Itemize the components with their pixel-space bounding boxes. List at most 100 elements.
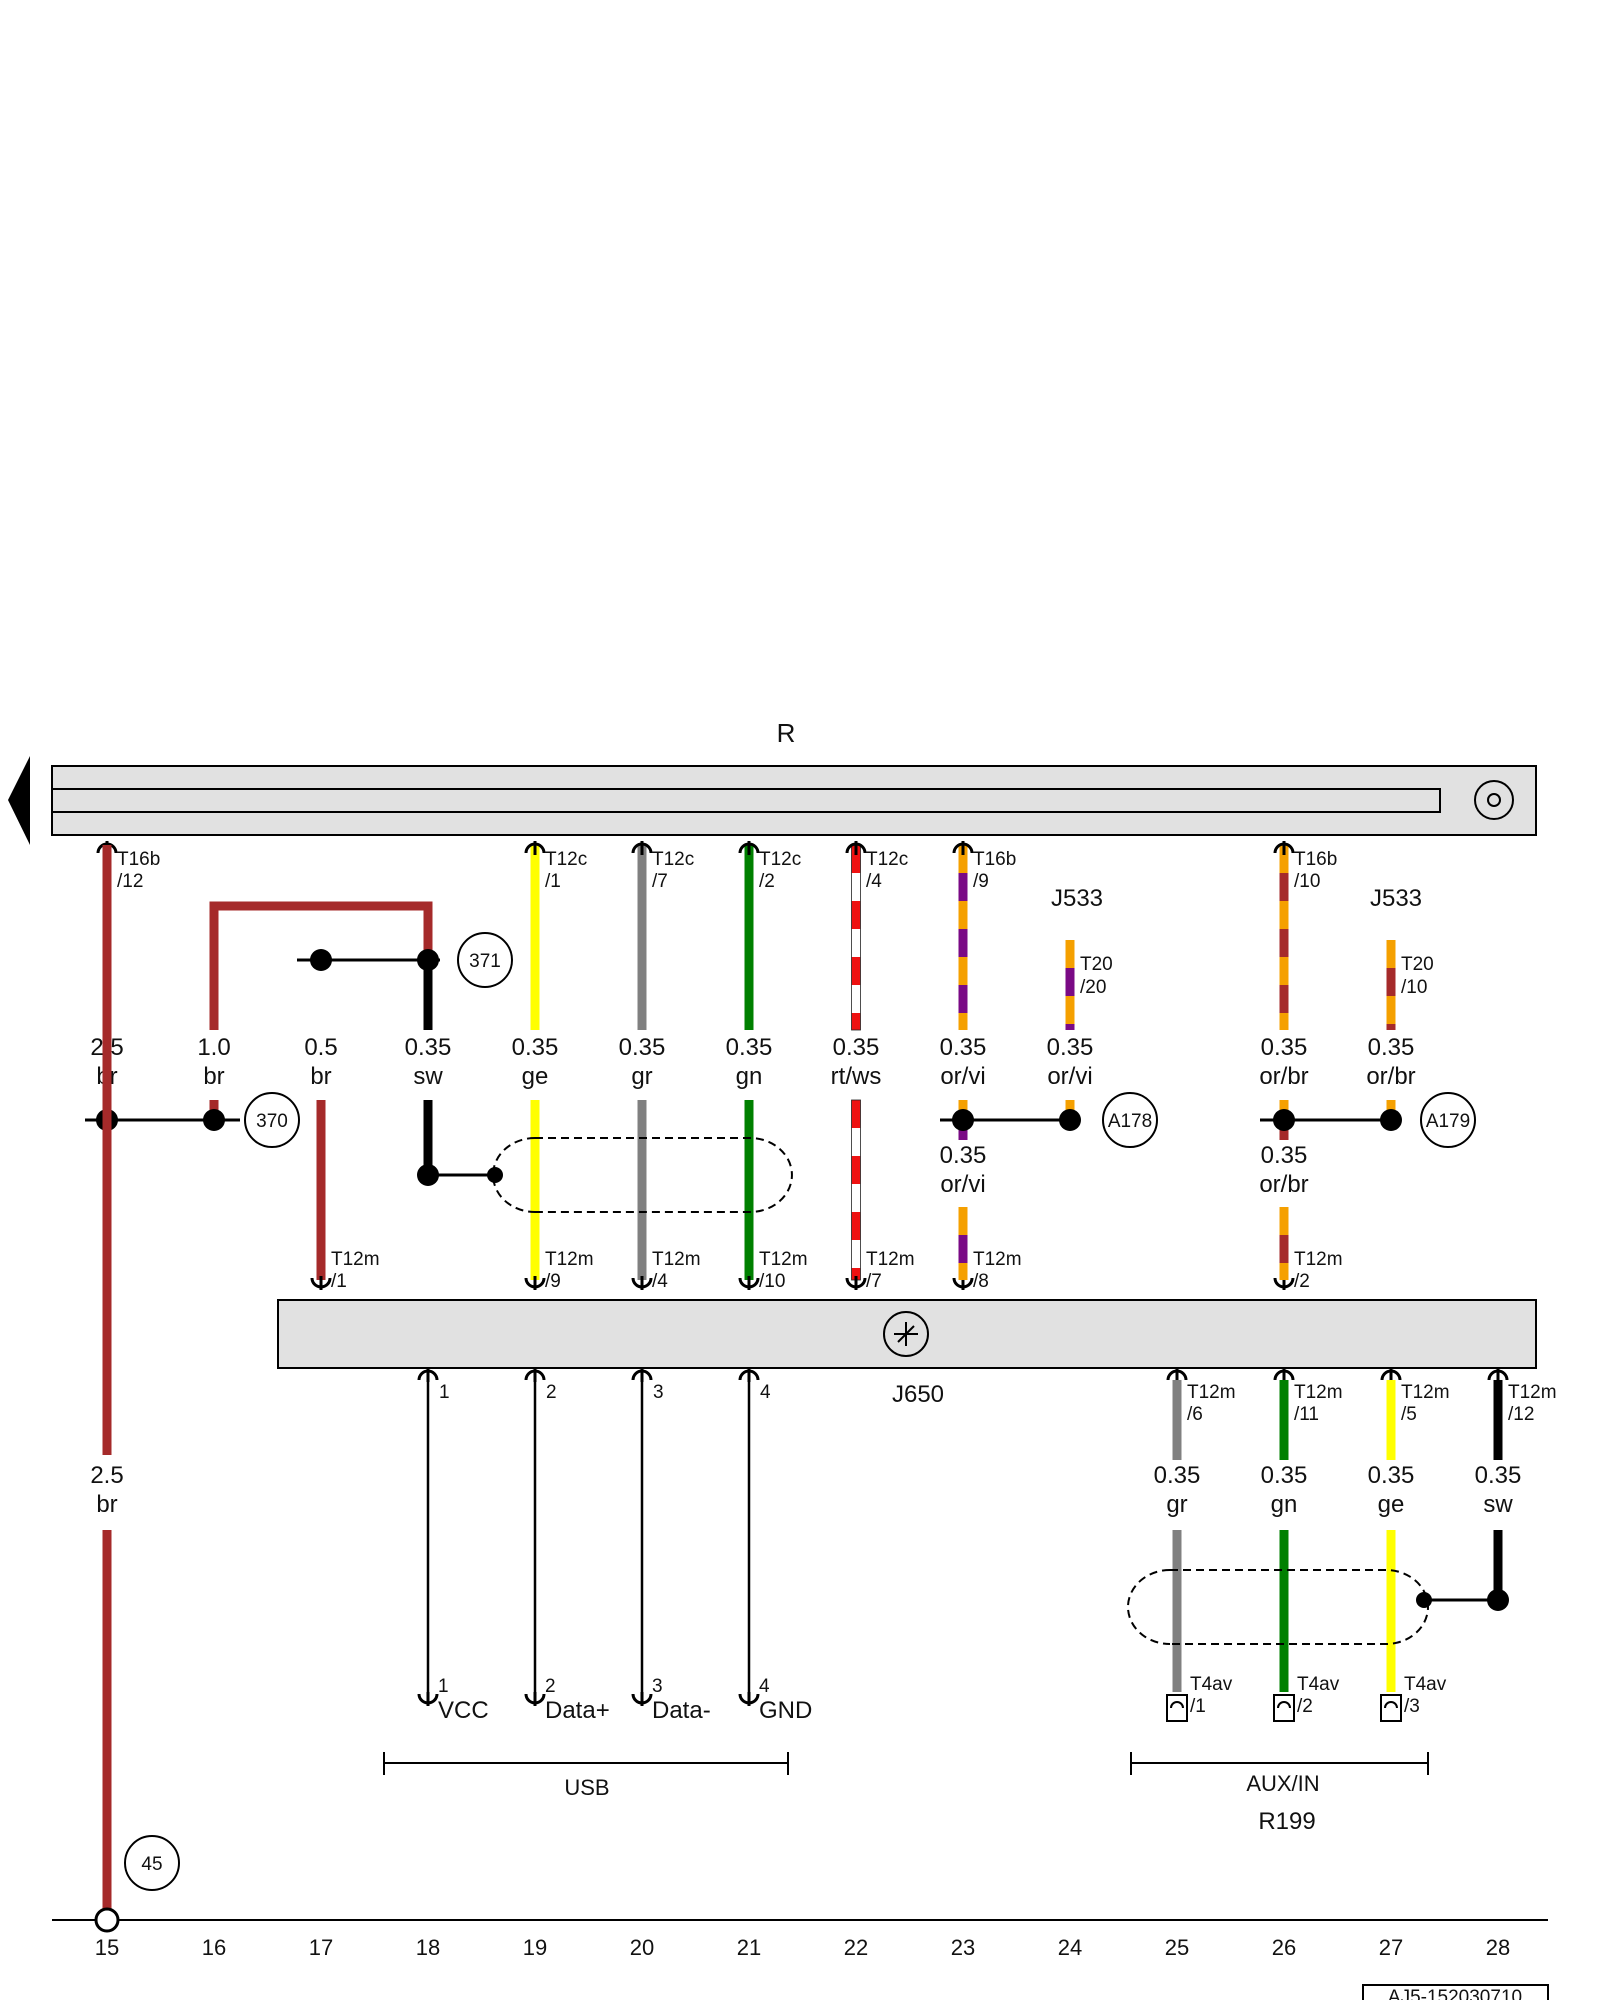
wire-23-bottom-pin: T12m	[973, 1249, 1022, 1270]
wire-26-bottom-pin: T12m	[1294, 1249, 1343, 1270]
wire-19-bottom-pin-num: /9	[545, 1271, 561, 1292]
wire-22-color: rt/ws	[831, 1063, 882, 1090]
aux-wire-27-top-pin: T12m	[1401, 1382, 1450, 1403]
column-number-18: 18	[416, 1935, 440, 1960]
aux-wire-25-socket-icon	[1166, 1694, 1188, 1722]
wire-20-upper	[637, 845, 647, 1030]
wire-17-lower	[316, 1100, 326, 1280]
wire-19-upper	[530, 845, 540, 1030]
footer-code-box	[1362, 1984, 1549, 2000]
aux-wire-28-lower	[1493, 1530, 1503, 1600]
lower-wire-15-upper	[102, 845, 112, 1455]
aux-wire-26-lower	[1279, 1530, 1289, 1692]
wire-21-bottom-pin: T12m	[759, 1249, 808, 1270]
usb-bracket	[383, 1752, 789, 1775]
wire-21-lower	[744, 1100, 754, 1280]
column-number-16: 16	[202, 1935, 226, 1960]
wire-15-top-pin: T16b	[117, 849, 160, 870]
ref-a178-label: A178	[1108, 1111, 1152, 1132]
aux-wire-28-color: sw	[1483, 1491, 1513, 1518]
ground-symbol-mark	[894, 1322, 918, 1346]
wire-24-upper-segment	[1065, 1024, 1075, 1030]
radio-title: R	[777, 718, 796, 748]
wire-22-upper-segment	[851, 929, 861, 957]
wire-20-size: 0.35	[619, 1034, 666, 1061]
shield-aux-node	[1416, 1592, 1432, 1608]
wire-23-upper-segment	[958, 901, 968, 929]
lower-wire-26-to-j650-segment	[1279, 1263, 1289, 1280]
column-number-20: 20	[630, 1935, 654, 1960]
aux-wire-26-bottom-pin: T4av	[1297, 1674, 1340, 1695]
wire-27-upper-segment	[1386, 940, 1396, 968]
wire-26-bottom-pin-num: /2	[1294, 1271, 1310, 1292]
splice-a179-a	[1273, 1109, 1295, 1131]
aux-wire-25-color: gr	[1166, 1491, 1187, 1518]
arrow-left-icon	[8, 756, 30, 845]
aux-wire-27-top-pin-num: /5	[1401, 1404, 1417, 1425]
wire-22-lower-segment	[851, 1100, 861, 1128]
wire-19-lower	[530, 1100, 540, 1280]
splice-a178-a	[952, 1109, 974, 1131]
ref-45-label: 45	[141, 1854, 162, 1875]
wire-19-size: 0.35	[512, 1034, 559, 1061]
aux-wire-28-upper	[1493, 1380, 1503, 1460]
wire-27-pin-num: /10	[1401, 977, 1427, 998]
aux-wire-25-socket-arc	[1170, 1701, 1184, 1709]
wire-24-upper-segment	[1065, 940, 1075, 968]
lower-wire-26-size: 0.35	[1261, 1142, 1308, 1169]
aux-wire-26-color: gn	[1271, 1491, 1298, 1518]
wire-22-lower-segment	[851, 1128, 861, 1156]
wire-15-top-pin-num: /12	[117, 871, 143, 892]
wire-26-mid-segment	[1279, 1128, 1289, 1140]
aux-wire-26-socket-arc	[1277, 1701, 1291, 1709]
wire-23-bottom-pin-num: /8	[973, 1271, 989, 1292]
splice-371-a	[310, 949, 332, 971]
ref-370-circle	[244, 1092, 300, 1148]
wire-22-upper-segment	[851, 873, 861, 901]
wire-23-size: 0.35	[940, 1034, 987, 1061]
wire-23-top-pin-num: /9	[973, 871, 989, 892]
wire-24-upper-segment	[1065, 996, 1075, 1024]
aux-wire-28-top-pin: T12m	[1508, 1382, 1557, 1403]
ref-371-label: 371	[469, 951, 501, 972]
wire-20-color: gr	[631, 1063, 652, 1090]
wire-24-pin: T20	[1080, 954, 1113, 975]
wire-22-upper-segment	[851, 845, 861, 873]
wire-19-top-pin: T12c	[545, 849, 587, 870]
usb-group-label: USB	[564, 1775, 609, 1800]
lower-wire-23-color: or/vi	[940, 1171, 985, 1198]
wire-27-upper-segment	[1386, 1024, 1396, 1030]
wire-26-upper-segment	[1279, 985, 1289, 1013]
wire-21-top-pin-num: /2	[759, 871, 775, 892]
wire-23-color: or/vi	[940, 1063, 985, 1090]
antenna-jack-icon	[1474, 780, 1514, 820]
wire-23-upper-segment	[958, 845, 968, 873]
wire-22-bottom-pin: T12m	[866, 1249, 915, 1270]
aux-wire-26-top-pin: T12m	[1294, 1382, 1343, 1403]
aux-wire-25-bottom-pin-num: /1	[1190, 1696, 1206, 1717]
wire-27-size: 0.35	[1368, 1034, 1415, 1061]
usb-pin-1-bottom-num: 1	[438, 1676, 449, 1697]
wire-22-lower-segment	[851, 1156, 861, 1184]
aux-wire-26-socket-icon	[1273, 1694, 1295, 1722]
wire-22-lower-segment	[851, 1240, 861, 1268]
column-number-19: 19	[523, 1935, 547, 1960]
wire-26-color: or/br	[1259, 1063, 1308, 1090]
ref-a179-circle	[1420, 1092, 1476, 1148]
aux-socket-title: R199	[1258, 1808, 1315, 1835]
wire-26-upper-segment	[1279, 1013, 1289, 1030]
wire-26-upper-segment	[1279, 873, 1289, 901]
lower-wire-23-to-j650-segment	[958, 1235, 968, 1263]
gateway-b-title: J533	[1370, 885, 1422, 912]
gateway-a-title: J533	[1051, 885, 1103, 912]
aux-wire-25-top-pin-num: /6	[1187, 1404, 1203, 1425]
splice-371-b	[417, 949, 439, 971]
aux-wire-27-size: 0.35	[1368, 1462, 1415, 1489]
wire-23-upper-segment	[958, 1013, 968, 1030]
lower-wire-26-color: or/br	[1259, 1171, 1308, 1198]
column-number-28: 28	[1486, 1935, 1510, 1960]
aux-wire-25-size: 0.35	[1154, 1462, 1201, 1489]
wire-23-upper-segment	[958, 929, 968, 957]
ref-a179-label: A179	[1426, 1111, 1470, 1132]
wire-18-lower	[423, 1100, 433, 1175]
